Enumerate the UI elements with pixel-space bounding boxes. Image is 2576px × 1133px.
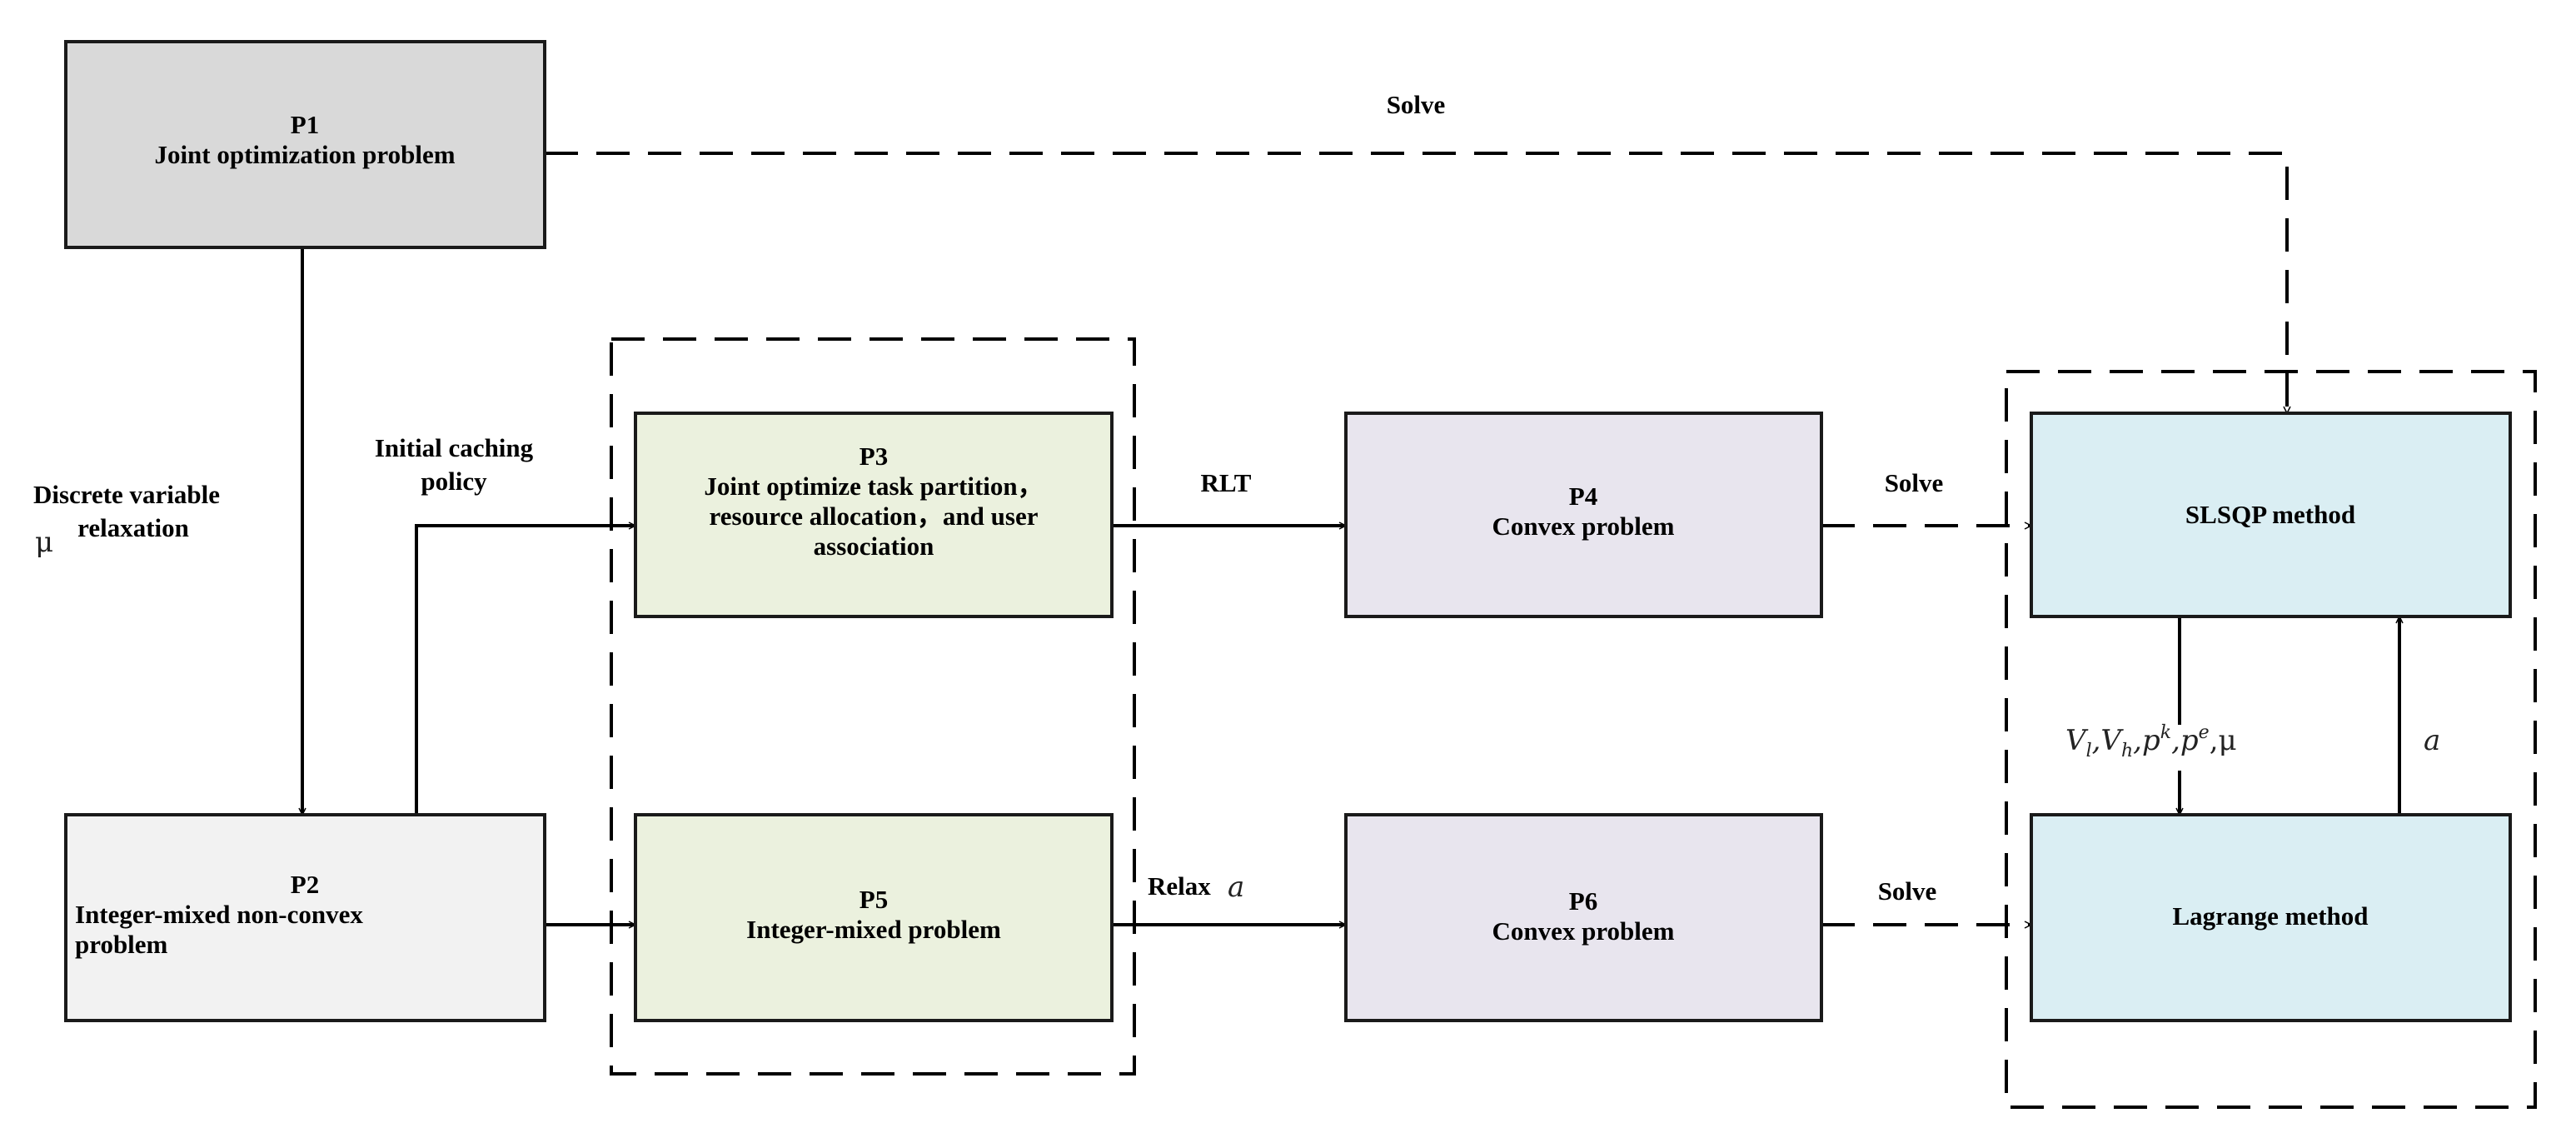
node-title: Integer-mixed non-convex [75, 900, 363, 929]
node-lagrange: Lagrange method [2030, 813, 2512, 1022]
label-rlt: RLT [1201, 468, 1252, 497]
label-solve-p4: Solve [1885, 468, 1944, 497]
node-id: P4 [1569, 482, 1597, 511]
label-vars: Vl,Vh,pk,pe,μ [2065, 722, 2237, 761]
edge-p2-p3 [415, 526, 635, 815]
node-id: P3 [859, 442, 888, 471]
label-initial-caching: policy [421, 467, 487, 496]
node-title: Lagrange method [2172, 901, 2368, 931]
node-title: Joint optimize task partition， [704, 472, 1043, 501]
label-solve-top: Solve [1387, 90, 1446, 119]
node-id: P6 [1569, 886, 1597, 916]
node-p4: P4 Convex problem [1344, 412, 1823, 618]
node-p3: P3 Joint optimize task partition， resour… [634, 412, 1114, 618]
node-title: association [814, 532, 934, 561]
label-solve-p6: Solve [1878, 876, 1937, 906]
label-relax: Relax [1148, 871, 1211, 901]
label-mu: μ [35, 526, 53, 559]
label-relax-var: a [1228, 871, 1244, 904]
node-id: P5 [859, 885, 888, 914]
node-title: Integer-mixed problem [746, 915, 1001, 944]
label-initial-caching: Initial caching [375, 433, 534, 462]
node-title: Joint optimization problem [154, 140, 455, 169]
label-relaxation: Discrete variable [33, 480, 220, 509]
node-title: SLSQP method [2185, 500, 2355, 529]
edge-p1-slsqp [545, 152, 2287, 413]
label-relaxation: relaxation [77, 513, 189, 542]
node-title: problem [75, 930, 168, 959]
group-solvers [2005, 370, 2537, 1109]
node-id: P1 [291, 110, 319, 139]
node-p1: P1 Joint optimization problem [64, 40, 546, 249]
node-title: Convex problem [1492, 512, 1674, 541]
node-title: resource allocation，and user [710, 502, 1039, 531]
label-a: a [2424, 724, 2440, 757]
group-p3-p5 [610, 337, 1136, 1076]
node-slsqp: SLSQP method [2030, 412, 2512, 618]
node-p5: P5 Integer-mixed problem [634, 813, 1114, 1022]
node-id: P2 [291, 870, 319, 899]
node-title: Convex problem [1492, 916, 1674, 946]
node-p2: P2 Integer-mixed non-convex problem [64, 813, 546, 1022]
node-p6: P6 Convex problem [1344, 813, 1823, 1022]
